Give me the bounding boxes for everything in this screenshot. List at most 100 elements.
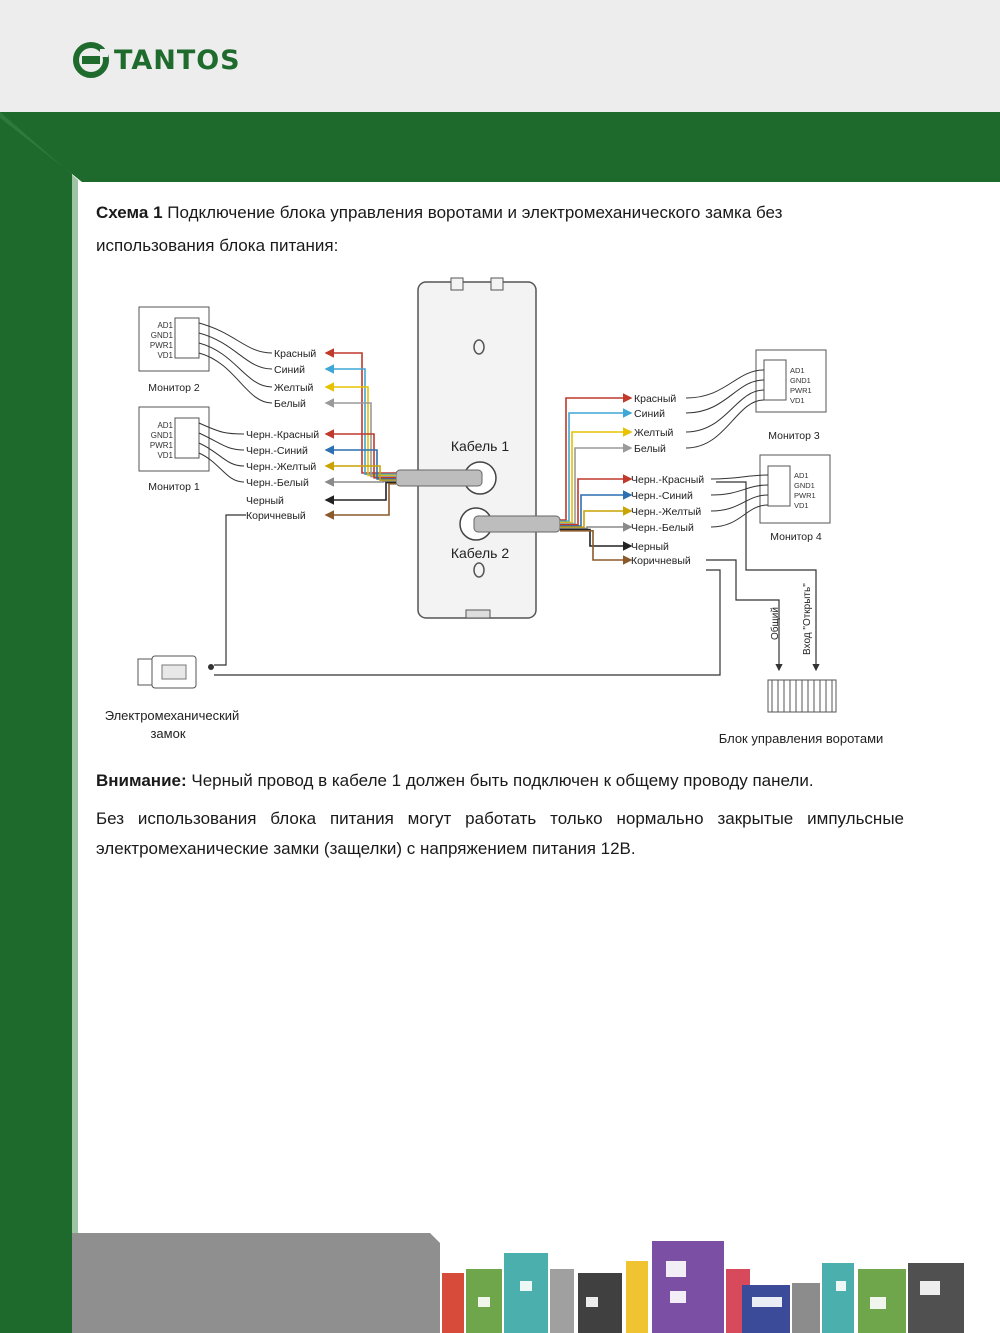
monitor-lead (198, 332, 273, 370)
right-wire-label: Черн.-Синий (631, 490, 693, 502)
wire-line (560, 490, 633, 527)
pin-label: PWR1 (794, 491, 816, 500)
attention-text: Черный провод в кабеле 1 должен быть под… (191, 771, 814, 790)
right-wire-label: Черн.-Желтый (631, 506, 701, 518)
brand-logo: TANTOS (72, 40, 241, 80)
common-label: Общий (769, 607, 781, 640)
pin-label: PWR1 (150, 341, 174, 350)
pin-label: AD1 (794, 471, 809, 480)
wire-line (324, 481, 396, 505)
monitor-lead (710, 474, 769, 480)
wire-line (324, 382, 396, 477)
pin-label: GND1 (151, 431, 174, 440)
monitor-3-label: Монитор 3 (768, 430, 820, 442)
monitor-lead (198, 352, 273, 404)
left-wire-label: Белый (274, 398, 306, 410)
attention-note: Внимание: Черный провод в кабеле 1 долже… (96, 766, 904, 796)
gate-open-wire (716, 481, 820, 672)
left-wire-label: Черн.-Синий (246, 445, 308, 457)
monitor-lead (710, 494, 769, 512)
right-wire-label: Красный (634, 393, 676, 405)
cable-2-label: Кабель 2 (451, 545, 509, 561)
wire-line (324, 483, 396, 520)
gate-label: Блок управления воротами (719, 731, 884, 746)
attention-label: Внимание: (96, 771, 187, 790)
gate-icon (767, 679, 837, 713)
wire-line (560, 529, 633, 565)
cable-1 (395, 461, 497, 495)
wire-line (324, 461, 396, 481)
right-wire-label: Черный (631, 541, 669, 553)
wire-line (560, 443, 633, 525)
monitor-4-box (759, 454, 831, 524)
lock-label-line2: замок (150, 726, 185, 741)
left-wire-label: Черный (246, 495, 284, 507)
wire-line (560, 427, 633, 524)
left-wire-labels: КрасныйСинийЖелтыйБелыйЧерн.-КрасныйЧерн… (246, 348, 319, 522)
monitor-2-box (138, 306, 210, 372)
monitor-lead (198, 442, 245, 467)
diagram-heading: Схема 1 Подключение блока управления вор… (96, 196, 904, 262)
left-wire-label: Красный (274, 348, 316, 360)
monitor-lead (685, 399, 765, 449)
right-wire-label: Белый (634, 443, 666, 455)
pin-label: PWR1 (790, 386, 812, 395)
pin-label: AD1 (157, 321, 173, 330)
lock-icon (137, 655, 214, 689)
wire-line (560, 474, 633, 526)
pin-label: VD1 (157, 451, 173, 460)
monitor-lead (198, 422, 245, 435)
call-panel (417, 277, 537, 619)
open-input-label: Вход "Открыть" (802, 583, 813, 655)
wires (198, 322, 820, 676)
monitor-4-label: Монитор 4 (770, 531, 822, 543)
wire-line (324, 348, 396, 474)
monitor-lead (198, 322, 273, 354)
brand-name: TANTOS (114, 44, 241, 76)
left-wire-label: Желтый (274, 382, 314, 394)
monitor-lead (685, 389, 765, 433)
wiring-diagram: Кабель 1 Кабель 2 Монитор 2 Монитор 1 Мо… (105, 277, 884, 746)
pin-label: PWR1 (150, 441, 174, 450)
left-wire-label: Черн.-Белый (246, 477, 309, 489)
monitor-lead (685, 379, 765, 414)
monitor-3-box (755, 349, 827, 413)
pin-label: AD1 (790, 366, 805, 375)
monitor-lead (685, 369, 765, 399)
heading-label: Схема 1 (96, 203, 163, 222)
monitor-lead (710, 484, 769, 496)
lock-wire (214, 514, 246, 666)
wire-line (560, 522, 633, 532)
monitor-1-label: Монитор 1 (148, 481, 200, 493)
pin-label: VD1 (157, 351, 173, 360)
wire-line (324, 429, 396, 479)
monitor-lead (198, 432, 245, 451)
left-wire-label: Черн.-Желтый (246, 461, 316, 473)
left-wire-label: Коричневый (246, 510, 306, 522)
header-band (0, 0, 1000, 112)
gate-common-wire (706, 559, 783, 672)
monitor-lead (198, 452, 245, 483)
lock-label-line1: Электромеханический (105, 708, 240, 723)
power-note: Без использования блока питания могут ра… (96, 809, 904, 858)
pin-label: AD1 (157, 421, 173, 430)
wire-line (560, 393, 633, 521)
pin-label: GND1 (151, 331, 174, 340)
right-wire-label: Коричневый (631, 555, 691, 567)
left-wire-label: Черн.-Красный (246, 429, 319, 441)
left-wire-label: Синий (274, 364, 305, 376)
pin-label: VD1 (794, 501, 809, 510)
wire-line (560, 408, 633, 522)
pin-label: GND1 (790, 376, 811, 385)
cable-1-label: Кабель 1 (451, 438, 509, 454)
pin-label: GND1 (794, 481, 815, 490)
right-wire-label: Желтый (634, 427, 674, 439)
right-wire-label: Черн.-Красный (631, 474, 704, 486)
monitor-2-label: Монитор 2 (148, 382, 200, 394)
right-wire-labels: КрасныйСинийЖелтыйБелыйЧерн.-КрасныйЧерн… (631, 393, 704, 567)
wire-line (324, 477, 396, 487)
